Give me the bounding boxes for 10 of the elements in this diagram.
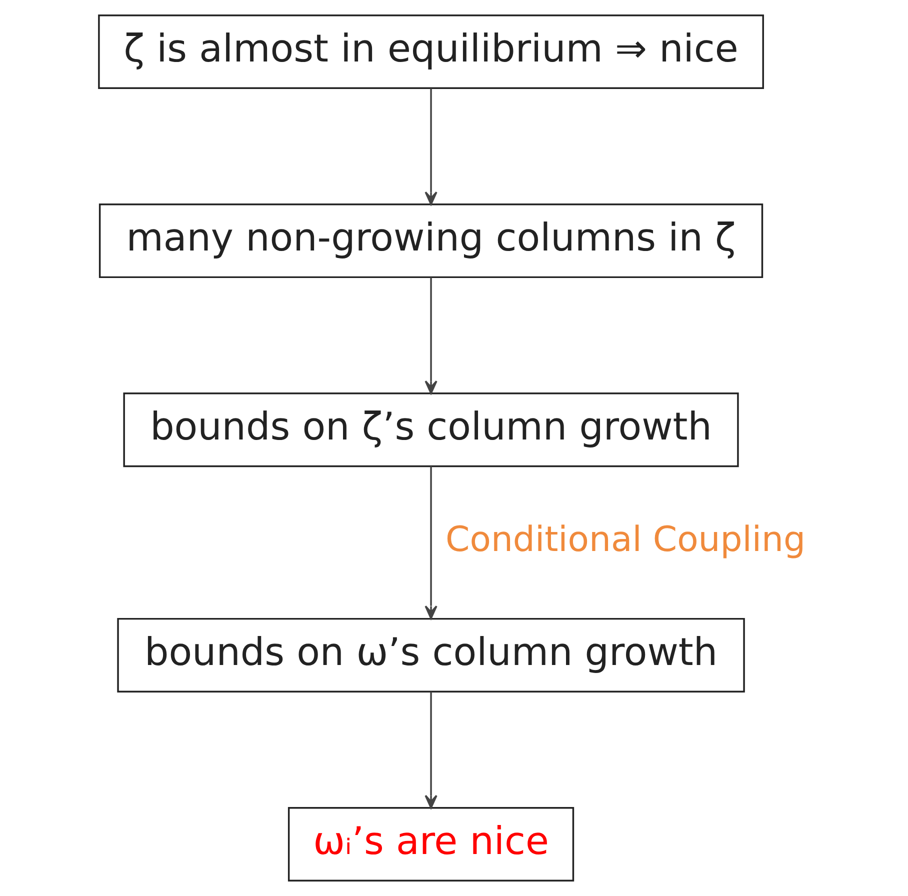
node-box: bounds on ω’s column growth [117, 618, 745, 693]
arrow [424, 88, 438, 206]
node-box: bounds on ζ’s column growth [123, 392, 739, 468]
arrow [424, 692, 438, 809]
arrow [424, 466, 438, 620]
edge-label: Conditional Coupling [446, 520, 806, 560]
node-box: ωᵢ’s are nice [288, 806, 574, 882]
node-box: ζ is almost in equilibrium ⇒ nice [98, 14, 764, 90]
arrow [424, 277, 438, 394]
node-box: many non-growing columns in ζ [98, 203, 764, 278]
